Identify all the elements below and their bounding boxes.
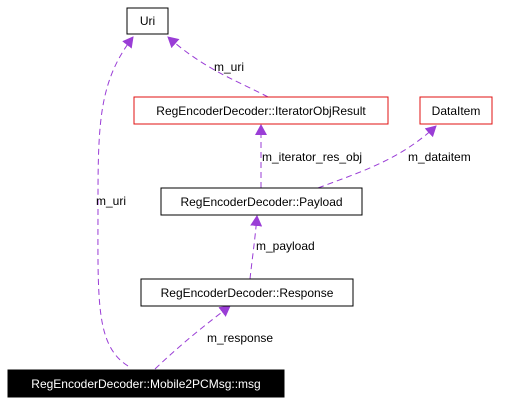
edge-response-to-payload (249, 215, 263, 280)
edges (97, 36, 437, 370)
node-uri-box (126, 7, 169, 35)
node-mobile2pcmsg-box (7, 369, 285, 398)
node-response[interactable]: RegEncoderDecoder::Response (140, 278, 354, 307)
node-iterator-obj-result-label: RegEncoderDecoder::IteratorObjResult (156, 104, 366, 118)
edge-label-m-uri-msg: m_uri (96, 194, 126, 208)
node-data-item[interactable]: DataItem (419, 96, 493, 125)
node-data-item-label: DataItem (432, 104, 481, 118)
node-response-box (140, 278, 354, 307)
edge-payload-to-dataitem (317, 125, 437, 189)
node-response-label: RegEncoderDecoder::Response (161, 286, 334, 300)
edge-msg-to-uri (97, 36, 134, 367)
node-payload-box (160, 187, 363, 216)
edge-label-m-dataitem: m_dataitem (408, 150, 471, 164)
edge-label-m-response: m_response (207, 331, 273, 345)
node-mobile2pcmsg[interactable]: RegEncoderDecoder::Mobile2PCMsg::msg (7, 369, 285, 398)
edge-label-m-payload: m_payload (256, 239, 315, 253)
edge-msg-to-response (154, 305, 231, 370)
edge-label-m-uri-iterator: m_uri (214, 60, 244, 74)
node-mobile2pcmsg-label: RegEncoderDecoder::Mobile2PCMsg::msg (31, 377, 260, 391)
node-payload[interactable]: RegEncoderDecoder::Payload (160, 187, 363, 216)
node-iterator-obj-result-box (133, 96, 389, 125)
edge-iterator-to-uri (167, 36, 269, 98)
node-uri-label: Uri (140, 14, 155, 28)
edge-label-m-iterator-res-obj: m_iterator_res_obj (262, 150, 362, 164)
node-iterator-obj-result[interactable]: RegEncoderDecoder::IteratorObjResult (133, 96, 389, 125)
node-data-item-box (419, 96, 493, 125)
node-payload-label: RegEncoderDecoder::Payload (180, 195, 342, 209)
node-uri[interactable]: Uri (126, 7, 169, 35)
